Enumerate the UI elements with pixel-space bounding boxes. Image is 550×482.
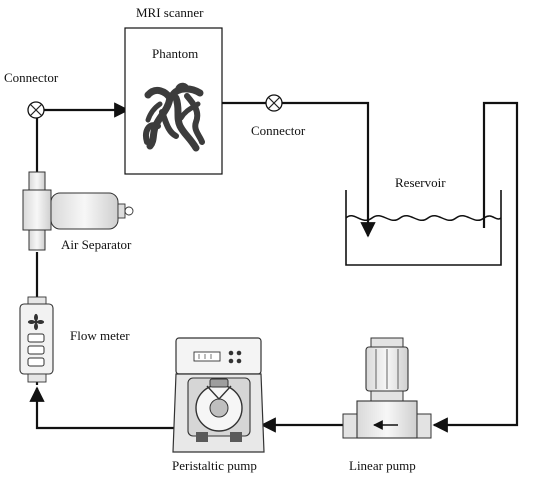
flow-meter-display-1: [27, 333, 45, 343]
connector-left-icon: [27, 101, 45, 119]
flow-meter-label: Flow meter: [70, 328, 130, 343]
pump-display: [193, 351, 221, 362]
phantom-label: Phantom: [152, 46, 198, 61]
peristaltic-pump-device: [172, 337, 265, 453]
pipe-connector-to-reservoir: [282, 101, 376, 238]
fan-icon: [27, 313, 45, 331]
pipe-reservoir-to-linear-pump: [432, 101, 519, 433]
flow-meter-display-2: [27, 345, 45, 355]
air-separator-label: Air Separator: [61, 237, 132, 252]
phantom-vessel-icon: [143, 82, 205, 152]
air-separator-device: [22, 171, 134, 251]
flow-meter-device: [19, 296, 54, 383]
mri-scanner-label: MRI scanner: [136, 5, 204, 20]
pipe-peristaltic-to-flowmeter: [29, 386, 176, 430]
linear-pump-device: [342, 337, 432, 439]
reservoir-label: Reservoir: [395, 175, 446, 190]
peristaltic-pump-label: Peristaltic pump: [172, 458, 257, 473]
connector-right-label: Connector: [251, 123, 306, 138]
reservoir-tank: [345, 190, 502, 266]
connector-left-label: Connector: [4, 70, 59, 85]
connector-right-icon: [265, 94, 283, 112]
flow-meter-display-3: [27, 357, 45, 367]
water-surface: [345, 215, 502, 221]
linear-pump-label: Linear pump: [349, 458, 416, 473]
mri-scanner-box: [124, 27, 223, 175]
